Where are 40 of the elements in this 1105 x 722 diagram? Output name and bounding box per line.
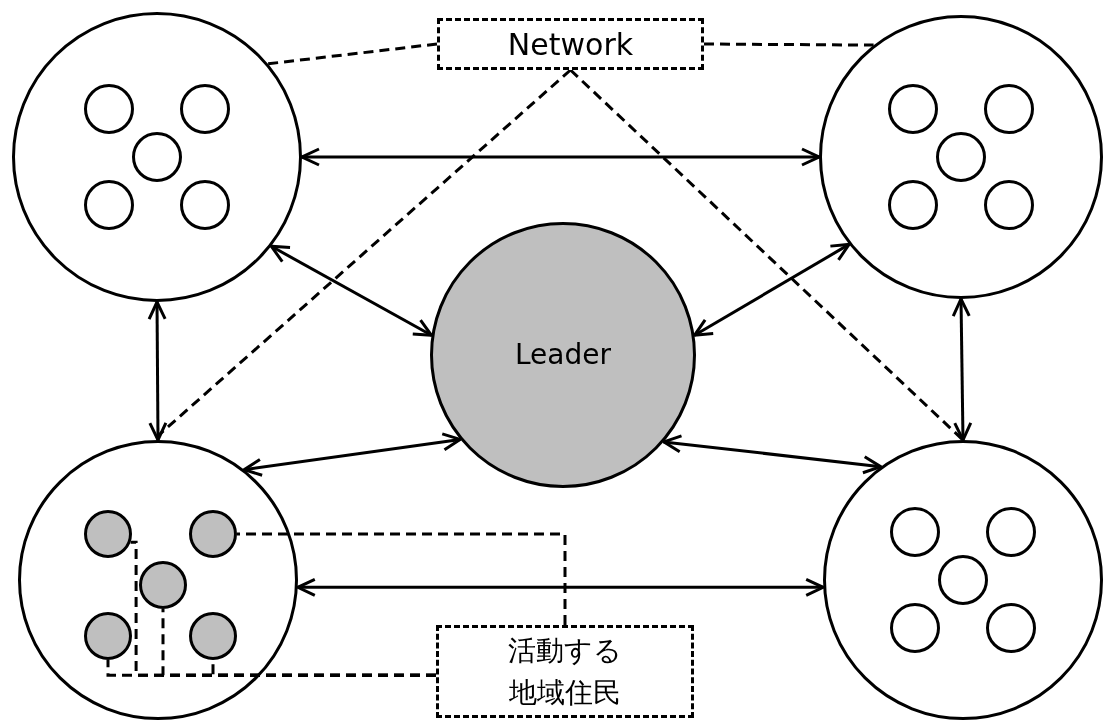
node-label: Network [507, 25, 634, 64]
double-arrow [300, 147, 821, 167]
node-label: 活動する地域住民 [507, 632, 623, 711]
circle-node [189, 612, 237, 660]
circle-node [189, 510, 237, 558]
circle-node [823, 440, 1103, 720]
circle-node [84, 84, 134, 134]
circle-node [938, 555, 988, 605]
circle-node [18, 440, 298, 720]
node-label: Leader [515, 337, 611, 373]
dashed-label-box [437, 18, 704, 70]
circle-node [984, 180, 1034, 230]
circle-node [84, 510, 132, 558]
circle-node [84, 612, 132, 660]
dashed-connector [267, 42, 438, 66]
dashed-connector [237, 532, 567, 625]
circle-node [139, 561, 187, 609]
circle-node [180, 180, 230, 230]
circle-node [936, 132, 986, 182]
double-arrow [296, 577, 825, 597]
circle-node [888, 84, 938, 134]
dashed-connector [704, 42, 874, 47]
circle-node [84, 180, 134, 230]
circle-node [986, 603, 1036, 653]
circle-node [984, 84, 1034, 134]
dashed-label-box [436, 625, 694, 718]
circle-node [180, 84, 230, 134]
double-arrow [693, 242, 851, 337]
circle-node [986, 507, 1036, 557]
double-arrow [147, 300, 168, 442]
double-arrow [269, 244, 433, 337]
double-arrow [662, 434, 883, 475]
double-arrow [951, 297, 973, 442]
circle-node [890, 507, 940, 557]
circle-node [132, 132, 182, 182]
circle-node [819, 15, 1103, 299]
circle-node [890, 603, 940, 653]
circle-node [12, 12, 302, 302]
circle-node [888, 180, 938, 230]
double-arrow [242, 432, 462, 477]
